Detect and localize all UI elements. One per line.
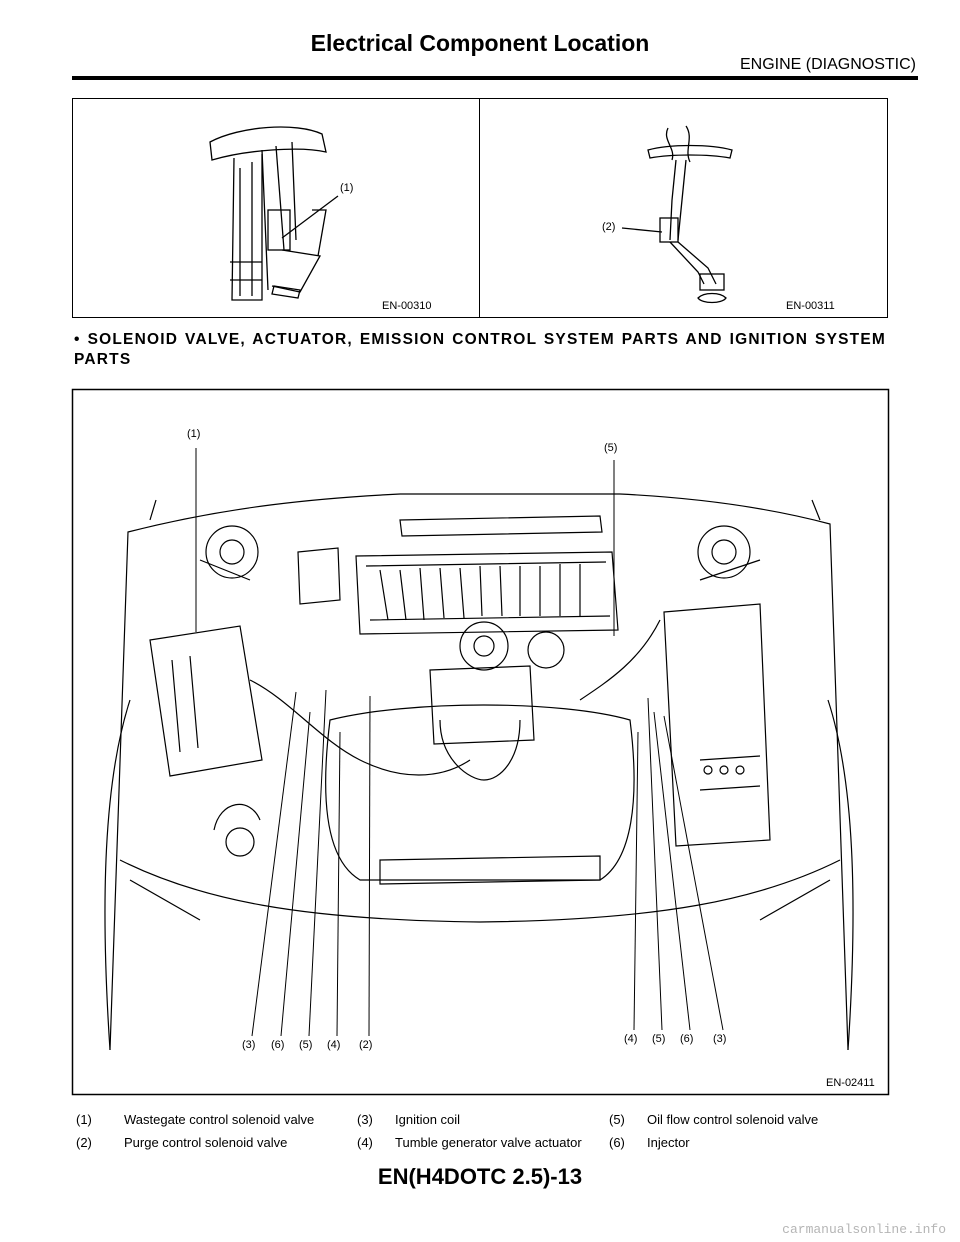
legend-num-5: (5): [609, 1112, 625, 1127]
callout-leader-1: [281, 195, 339, 239]
figure-callout-2: (2): [602, 221, 616, 233]
section-name: ENGINE (DIAGNOSTIC): [739, 56, 916, 73]
legend-label-2: Purge control solenoid valve: [124, 1135, 288, 1150]
page-footer: EN(H4DOTC 2.5)-13: [377, 1164, 583, 1189]
fuel-pump-drawing: [209, 126, 327, 301]
watermark: carmanualsonline.info: [782, 1222, 946, 1237]
callout-bottom-left-4: (4): [327, 1039, 341, 1051]
legend-label-5: Oil flow control solenoid valve: [647, 1112, 819, 1127]
callout-bottom-right-5: (5): [652, 1033, 666, 1045]
legend-num-1: (1): [76, 1112, 92, 1127]
engine-bay-drawing: [104, 493, 854, 1051]
main-figure-box: [71, 388, 890, 1096]
figure-callout-1: (1): [340, 182, 354, 194]
callout-bottom-left-3: (3): [242, 1039, 256, 1051]
legend-num-3: (3): [357, 1112, 373, 1127]
header-rule: [72, 76, 918, 80]
figure-fuel-level-sensor: [479, 98, 888, 318]
callout-top-5: (5): [604, 442, 618, 454]
legend-num-2: (2): [76, 1135, 92, 1150]
callout-bottom-right-6: (6): [680, 1033, 694, 1045]
callout-top-1: (1): [187, 428, 201, 440]
callout-bottom-right-3: (3): [713, 1033, 727, 1045]
fuel-level-sensor-drawing: [647, 125, 733, 304]
legend-label-6: Injector: [647, 1135, 690, 1150]
section-heading: • SOLENOID VALVE, ACTUATOR, EMISSION CON…: [74, 331, 886, 368]
figure-code-left: EN-00310: [382, 300, 432, 312]
legend-label-3: Ignition coil: [395, 1112, 461, 1127]
callout-bottom-left-6: (6): [271, 1039, 285, 1051]
callout-leaders: [195, 448, 724, 1037]
legend-label-4: Tumble generator valve actuator: [395, 1135, 582, 1150]
legend-label-1: Wastegate control solenoid valve: [124, 1112, 315, 1127]
legend-num-6: (6): [609, 1135, 625, 1150]
page-title: Electrical Component Location: [310, 30, 650, 56]
callout-bottom-left-2: (2): [359, 1039, 373, 1051]
callout-bottom-right-4: (4): [624, 1033, 638, 1045]
callout-bottom-left-5: (5): [299, 1039, 313, 1051]
figure-code-right: EN-00311: [786, 300, 835, 312]
figure-code-main: EN-02411: [826, 1077, 875, 1089]
legend-num-4: (4): [357, 1135, 373, 1150]
callout-leader-2: [621, 227, 663, 233]
